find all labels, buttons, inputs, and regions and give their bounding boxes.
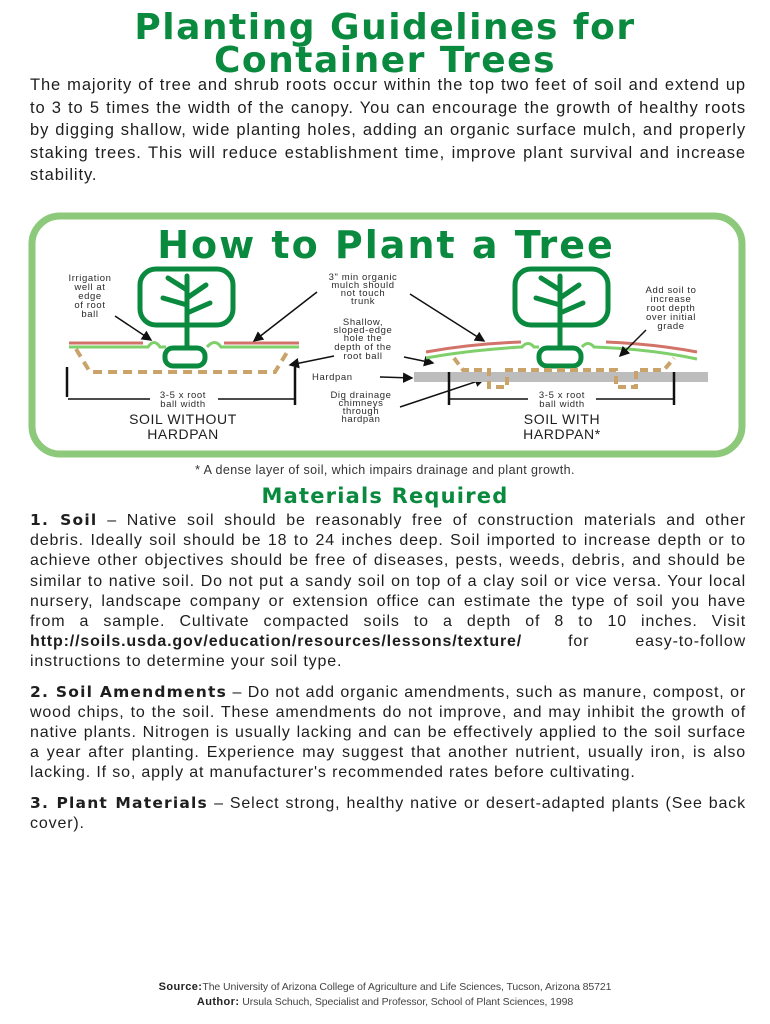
texture-link[interactable]: http://soils.usda.gov/education/resource…: [30, 633, 523, 651]
diagram-title: How to Plant a Tree: [157, 223, 615, 267]
diagram-frame: [28, 212, 746, 458]
hardpan-layer: [414, 372, 708, 382]
material-item-soil: 1. Soil – Native soil should be reasonab…: [30, 511, 746, 671]
material-item-amendments: 2. Soil Amendments – Do not add organic …: [30, 682, 746, 782]
footer-source: Source:The University of Arizona College…: [158, 981, 612, 993]
material-item-plants: 3. Plant Materials – Select strong, heal…: [30, 793, 746, 832]
mulch-right: [425, 340, 698, 354]
page-title-line-2: Container Trees: [213, 40, 557, 81]
soil-line-left: [69, 341, 299, 349]
footer-author: Author: Ursula Schuch, Specialist and Pr…: [196, 996, 574, 1008]
hole-right: [452, 356, 676, 389]
materials-heading: Materials Required: [261, 484, 509, 508]
hole-left: [74, 347, 291, 374]
intro-paragraph: The majority of tree and shrub roots occ…: [30, 76, 746, 185]
tree-left-icon: [137, 266, 236, 369]
soil-line-right: [425, 342, 698, 361]
tree-right-icon: [512, 266, 611, 369]
page-title-line-1: Planting Guidelines for: [134, 7, 636, 48]
width-left: [65, 367, 297, 405]
footnote: * A dense layer of soil, which impairs d…: [195, 463, 575, 477]
materials-list: 1. Soil – Native soil should be reasonab…: [30, 510, 746, 843]
width-right: [447, 372, 676, 405]
hardpan-label: Hardpan: [312, 372, 353, 383]
